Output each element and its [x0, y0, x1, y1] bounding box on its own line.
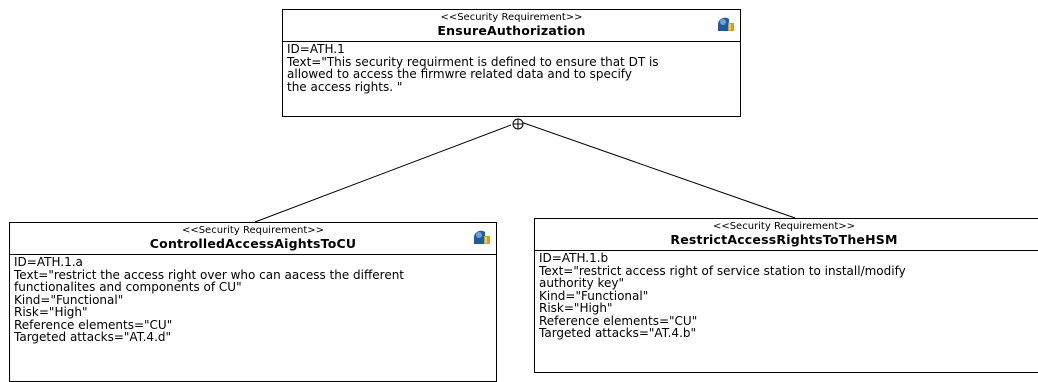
requirement-header: <<Security Requirement>> ControlledAcces…	[10, 223, 496, 255]
connectors	[254, 118, 796, 223]
property-text: Text="This security requirment is define…	[287, 54, 659, 69]
property-reference-elements: Reference elements="CU"	[539, 313, 698, 328]
requirement-properties: ID=ATH.1.b Text="restrict access right o…	[535, 251, 1038, 341]
property-id: ID=ATH.1.b	[539, 251, 609, 265]
property-kind: Kind="Functional"	[14, 292, 124, 307]
requirement-box-controlled-access[interactable]: <<Security Requirement>> ControlledAcces…	[9, 222, 497, 382]
property-text-cont: authority key"	[539, 276, 625, 290]
requirement-properties: ID=ATH.1 Text="This security requirment …	[283, 42, 740, 94]
property-text-cont: the access rights. "	[287, 79, 403, 94]
stereotype-label: <<Security Requirement>>	[440, 12, 583, 23]
stereotype-label: <<Security Requirement>>	[181, 225, 325, 236]
containment-line-left	[254, 124, 512, 223]
requirement-properties: ID=ATH.1.a Text="restrict the access rig…	[10, 255, 496, 345]
requirement-name: EnsureAuthorization	[437, 23, 586, 38]
property-id: ID=ATH.1	[287, 42, 345, 56]
requirement-icon	[473, 230, 490, 244]
property-risk: Risk="High"	[539, 301, 613, 315]
property-text: Text="restrict access right of service s…	[539, 263, 906, 278]
property-targeted-attacks: Targeted attacks="AT.4.b"	[539, 326, 697, 340]
property-targeted-attacks: Targeted attacks="AT.4.d"	[14, 330, 172, 344]
property-reference-elements: Reference elements="CU"	[14, 317, 173, 332]
stereotype-label: <<Security Requirement>>	[712, 221, 856, 232]
requirement-icon	[717, 17, 734, 31]
requirement-header: <<Security Requirement>> EnsureAuthoriza…	[283, 10, 740, 42]
requirement-name: ControlledAccessAightsToCU	[149, 236, 357, 251]
property-kind: Kind="Functional"	[539, 288, 649, 303]
requirement-box-restrict-access-hsm[interactable]: <<Security Requirement>> RestrictAccessR…	[534, 218, 1038, 373]
requirement-header: <<Security Requirement>> RestrictAccessR…	[535, 219, 1038, 251]
property-text-cont: allowed to access the firmwre related da…	[287, 67, 632, 81]
property-text: Text="restrict the access right over who…	[14, 267, 405, 282]
containment-symbol	[512, 118, 524, 130]
property-text-cont: functionalites and components of CU"	[14, 280, 242, 294]
containment-line-right	[517, 120, 796, 219]
requirement-name: RestrictAccessRightsToTheHSM	[670, 232, 898, 247]
property-risk: Risk="High"	[14, 305, 88, 319]
requirement-box-ensure-authorization[interactable]: <<Security Requirement>> EnsureAuthoriza…	[282, 9, 741, 117]
property-id: ID=ATH.1.a	[14, 255, 83, 269]
